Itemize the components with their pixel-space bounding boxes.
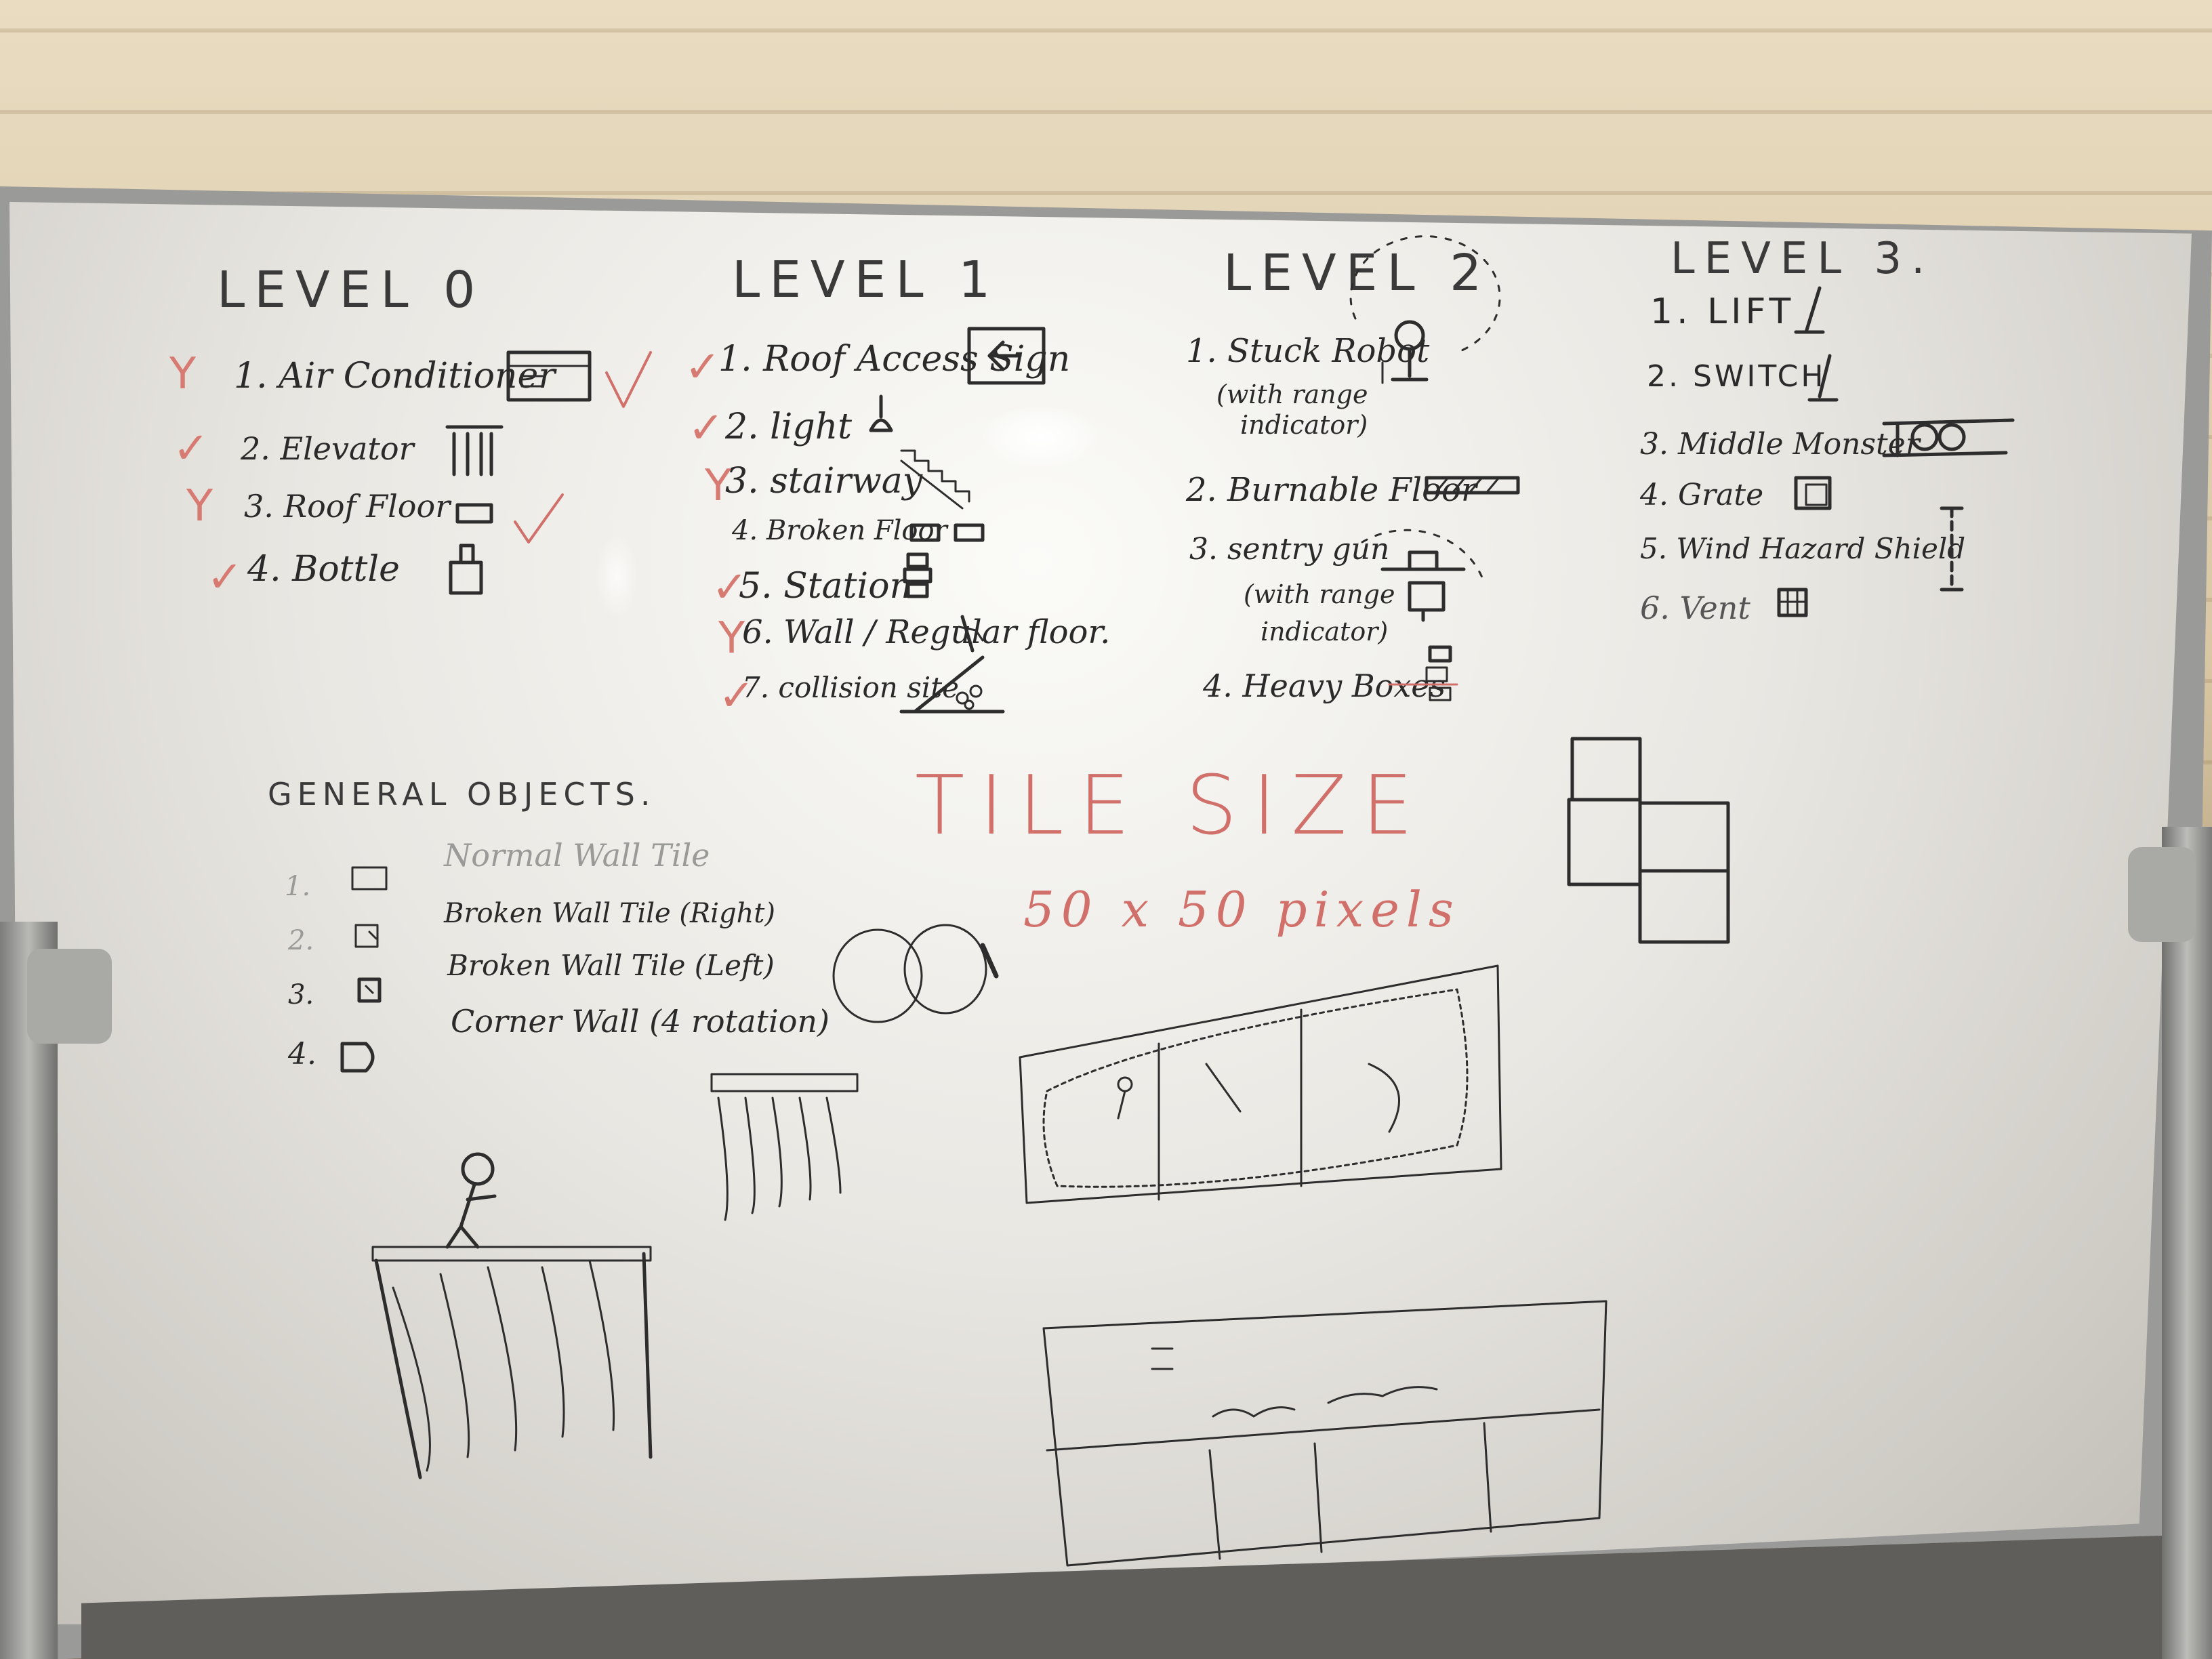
level2-item-3-note2: indicator) [1261,617,1389,647]
air-conditioner-sketch [506,350,592,402]
level2-item-3-note: (with range [1244,579,1395,609]
shaded-column-sketch [710,1073,859,1221]
red-mark-y: Y [705,461,732,511]
middle-monster-sketch [1882,418,2015,457]
general-item-4-label: Corner Wall (4 rotation) [451,1003,830,1040]
level2-item-1-note: (with range [1216,380,1368,409]
roof-floor-sketch [455,503,493,524]
level3-item-1: 1. LIFT [1650,291,1795,332]
level3-item-2: 2. SWITCH [1647,359,1826,394]
stand-leg-right [2162,827,2212,1659]
level0-heading: LEVEL 0 [217,261,485,319]
grate-sketch [1794,476,1832,510]
tile-size-dimensions: 50 x 50 pixels [1023,881,1460,938]
level3-item-6: 6. Vent [1640,590,1750,626]
switch-sketch [1807,354,1839,402]
level1-item-2: 2. light [725,407,853,447]
general-item-4-num: 4. [288,1037,316,1071]
level3-heading: LEVEL 3. [1671,234,1935,284]
general-objects-heading: GENERAL OBJECTS. [268,776,656,813]
elevator-sketch [445,425,504,476]
light-reflection [983,407,1098,468]
level2-item-4: 4. Heavy Boxes [1203,668,1446,704]
roof-access-sign-sketch [967,327,1046,385]
level2-item-3: 3. sentry gun [1189,532,1390,567]
vent-sketch [1777,588,1808,617]
red-check: ✓ [688,403,724,453]
level3-item-3: 3. Middle Monster [1640,427,1920,462]
level2-heading: LEVEL 2 [1223,244,1492,302]
character-jump-sketch [371,1152,653,1479]
level1-item-5: 5. Station [739,566,912,607]
broken-wall-tile-left-icon [357,977,382,1003]
broken-floor-sketch [909,523,985,542]
sentry-gun-sketch [1361,529,1486,622]
red-check: ✓ [173,424,209,474]
corner-wall-icon [340,1042,375,1073]
stairway-sketch [900,449,970,510]
wind-hazard-shield-sketch [1940,506,1964,592]
level2-item-1: 1. Stuck Robot [1186,332,1430,370]
stuck-robot-sketch [1349,235,1501,384]
tile-grid-sketch [1567,737,1730,944]
level3-item-5: 5. Wind Hazard Shield [1640,532,1966,565]
general-item-3-num: 3. [288,979,314,1010]
general-item-2-num: 2. [288,925,314,956]
light-sketch [869,394,893,432]
stand-clamp-left [27,949,112,1044]
level1-heading: LEVEL 1 [732,251,1000,309]
level1-item-1: 1. Roof Access Sign [718,339,1071,380]
level3-item-4: 4. Grate [1640,478,1764,512]
red-mark-y: Y [186,481,213,531]
lower-grid-sketch [1042,1300,1607,1567]
broken-wall-tile-right-icon [354,924,379,948]
tile-size-title: TILE SIZE [915,759,1429,853]
red-check: ✓ [207,552,243,602]
whiteboard-surface [9,202,2192,1624]
level0-item-2: 2. Elevator [241,430,414,467]
red-check: ✓ [684,342,721,392]
general-item-2-label: Broken Wall Tile (Right) [444,898,775,929]
general-item-1-num: 1. [285,871,311,902]
level0-item-1: 1. Air Conditioner [234,356,556,396]
collision-site-sketch [899,655,1005,714]
station-sketch [903,552,933,598]
red-check: ✓ [718,671,755,721]
stand-clamp-right [2128,847,2196,942]
normal-wall-tile-icon [351,866,388,890]
general-item-1-label: Normal Wall Tile [444,837,710,874]
burnable-floor-sketch [1425,476,1520,495]
red-check: ✓ [712,562,748,613]
level1-item-7: 7. collision site [742,671,959,704]
level1-item-6: 6. Wall / Regular floor. [742,613,1111,651]
circle-doodles [832,924,999,1023]
level1-item-3: 3. stairway [725,461,923,501]
bottle-sketch [449,544,483,595]
red-mark-y: Y [169,349,197,399]
lift-sketch [1794,286,1825,334]
wall-regular-floor-sketch [958,615,984,653]
red-checkmarks-level0 [514,351,652,544]
general-item-3-label: Broken Wall Tile (Left) [447,949,775,982]
light-reflection-small [596,535,637,617]
stand-leg-left [0,922,58,1659]
level0-item-3: 3. Roof Floor [244,488,451,525]
level2-item-1-note2: indicator) [1240,410,1368,440]
game-screen-sketch [1019,964,1502,1204]
heavy-boxes-sketch [1388,645,1458,701]
red-mark-y: Y [718,613,745,663]
level0-item-4: 4. Bottle [247,549,400,590]
